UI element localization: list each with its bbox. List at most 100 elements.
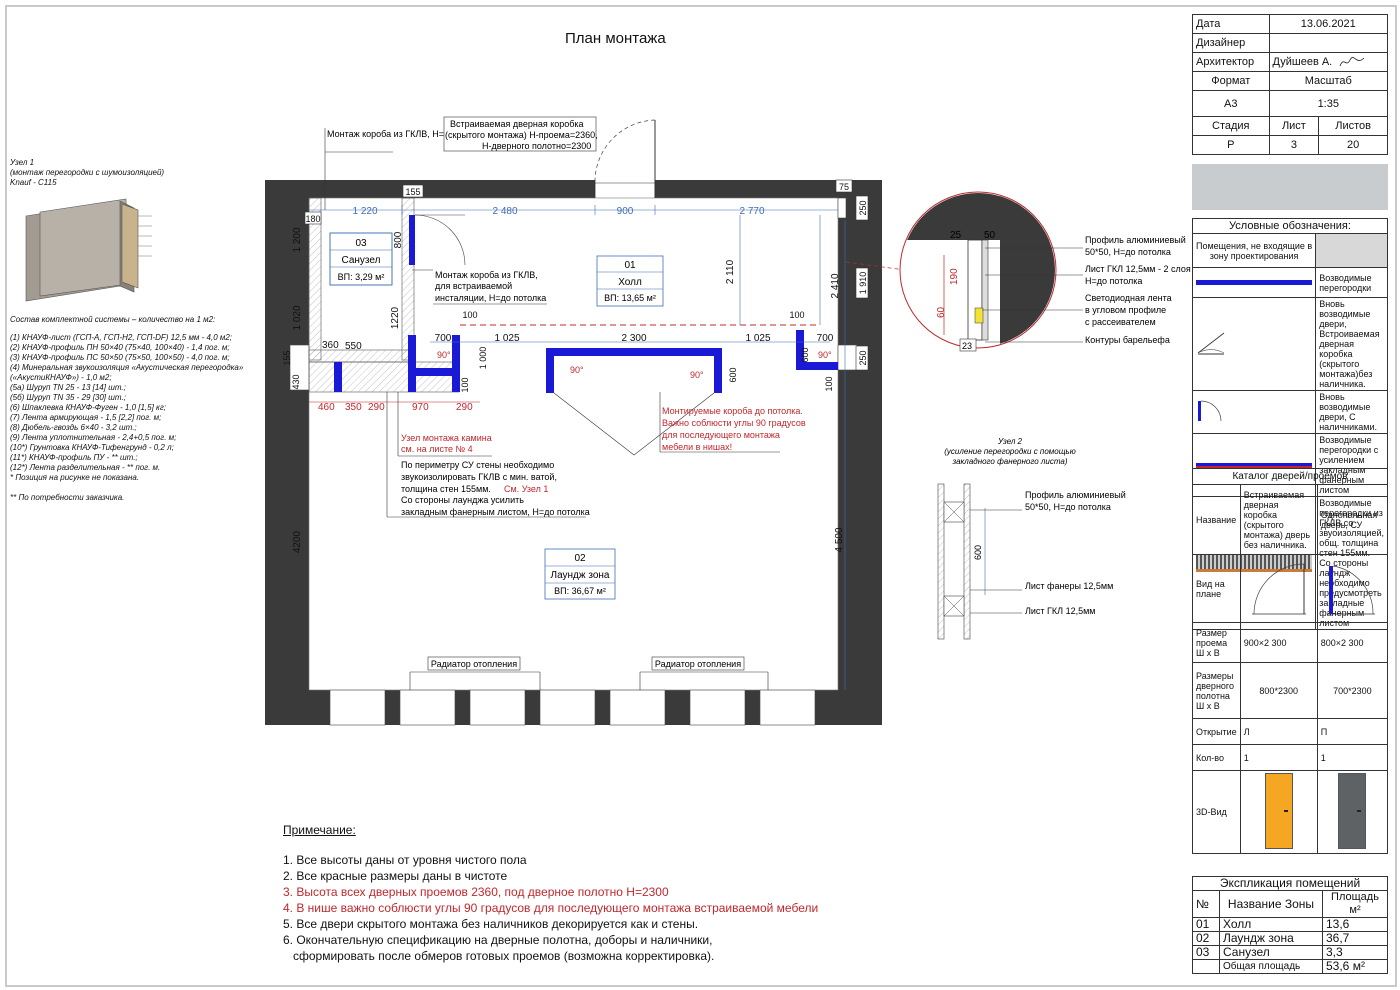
legend-item-0: Помещения, не входящие в зону проектиров… [1191, 233, 1317, 268]
composition-line: (11*) КНАУФ-профиль ПУ - ** шт.; [10, 453, 138, 462]
composition-line: * Позиция на рисунке не показана. [10, 473, 140, 482]
sheet-value: 3 [1268, 135, 1320, 155]
dim-155-left: 155 [282, 350, 292, 365]
composition-line: («АкустиКНАУФ») - 1,0 м2; [10, 373, 112, 382]
door1-3d-icon [1264, 773, 1293, 849]
designer-label: Дизайнер [1192, 33, 1270, 53]
plan-title: План монтажа [565, 30, 666, 47]
date-label: Дата [1192, 14, 1270, 34]
left-notes: Узел 1 (монтаж перегородки с шумоизоляци… [10, 158, 250, 503]
svg-text:см. на листе № 4: см. на листе № 4 [401, 444, 473, 454]
outer-walls [265, 180, 882, 726]
svg-text:толщина стен 155мм.: толщина стен 155мм. [401, 484, 491, 494]
dim-250-bot: 250 [858, 350, 868, 365]
composition-title: Состав комплектной системы – количество … [10, 315, 216, 324]
room-01-label: 01 Холл ВП: 13,65 м² [596, 255, 664, 307]
dim-75: 75 [839, 182, 849, 192]
composition-line: (10*) Грунтовка КНАУФ-Тифенгрунд - 0,2 л… [10, 443, 174, 452]
svg-text:Лист ГКЛ 12,5мм - 2 слоя: Лист ГКЛ 12,5мм - 2 слоя [1085, 264, 1191, 274]
svg-text:Встраиваемая дверная коробка: Встраиваемая дверная коробка [450, 119, 584, 129]
callout-su-walls: По периметру СУ стены необходимо звукоиз… [386, 392, 590, 518]
composition-line: (4) Минеральная звукоизоляция «Акустичес… [10, 363, 244, 372]
door2-3d-icon [1338, 773, 1367, 849]
scale-label: Масштаб [1268, 71, 1389, 91]
angle-90-c: 90° [690, 370, 704, 380]
room-01-no: 01 [624, 260, 636, 271]
composition-footnote: ** По потребности заказчика. [10, 493, 125, 502]
composition-line: (6) Шпаклевка КНАУФ-Фуген - 1,0 [1,5] кг… [10, 403, 166, 412]
format-label: Формат [1192, 71, 1270, 91]
date-value: 13.06.2021 [1268, 14, 1389, 34]
legend-title: Условные обозначения: [1192, 218, 1388, 234]
svg-text:Важно соблюсти углы 90 градусо: Важно соблюсти углы 90 градусов [662, 418, 806, 428]
composition-line: (12*) Лента разделительная - ** пог. м. [10, 463, 161, 472]
svg-text:для последующего монтажа: для последующего монтажа [662, 430, 780, 440]
callout-niche-boxes: Монтируемые короба до потолка. Важно соб… [659, 392, 806, 453]
svg-text:Лист фанеры 12,5мм: Лист фанеры 12,5мм [1025, 581, 1113, 591]
catalog-title: Каталог дверей/проемов [1192, 468, 1388, 485]
note-4: 4. В нише важно соблюсти углы 90 градусо… [283, 901, 819, 915]
room-03-no: 03 [355, 238, 367, 249]
dim-2110: 2 110 [725, 259, 736, 284]
signature-icon [1339, 57, 1365, 67]
svg-text:Н-дверного полотно=2300: Н-дверного полотно=2300 [482, 141, 591, 151]
svg-text:190: 190 [949, 268, 960, 285]
svg-text:23: 23 [962, 341, 972, 351]
dim-460: 460 [318, 402, 335, 413]
dimension-top: 1 220 2 480 900 2 770 155 75 180 [304, 179, 853, 225]
note-2: 2. Все красные размеры даны в чистоте [283, 869, 508, 883]
dim-2480: 2 480 [492, 206, 517, 217]
svg-text:Профиль алюминиевый: Профиль алюминиевый [1025, 490, 1126, 500]
svg-text:(скрытого монтажа) Н-проема=23: (скрытого монтажа) Н-проема=2360, [445, 130, 598, 140]
fireplace-box [308, 335, 460, 393]
notes-heading: Примечание: [283, 823, 356, 837]
composition-line: (5а) Шуруп TN 25 - 13 [14] шт.; [10, 383, 126, 392]
svg-text:закладным фанерным листом, Н=д: закладным фанерным листом, Н=до потолка [401, 507, 590, 517]
stage-value: Р [1192, 135, 1270, 155]
node1-brand: Knauf - С115 [10, 178, 57, 187]
legend-item-1: Возводимые перегородки [1315, 267, 1388, 298]
dim-155: 155 [405, 187, 420, 197]
legend-swatch-reinforced [1196, 462, 1313, 468]
svg-text:60: 60 [936, 306, 947, 318]
dim-100-c: 100 [460, 377, 470, 392]
svg-text:Радиатор отопления: Радиатор отопления [431, 659, 517, 669]
architect-label: Архитектор [1192, 52, 1270, 72]
legend-swatch-partition [1196, 280, 1313, 285]
svg-text:в угловом профиле: в угловом профиле [1085, 305, 1166, 315]
callout-installation: Монтаж короба из ГКЛВ, для встраиваемой … [412, 269, 547, 305]
svg-text:Узел 2: Узел 2 [997, 437, 1023, 446]
door1-plan-icon [1251, 563, 1306, 614]
dim-2300: 2 300 [621, 333, 646, 344]
svg-text:Профиль алюминиевый: Профиль алюминиевый [1085, 235, 1186, 245]
legend-swatch-hidden-door [1197, 332, 1225, 355]
dim-4200: 4200 [292, 530, 303, 553]
note-5: 5. Все двери скрытого монтажа без наличн… [283, 917, 699, 931]
dim-100-b: 100 [789, 310, 804, 320]
expl-title: Экспликация помещений [1192, 876, 1388, 891]
dim-290-a: 290 [368, 402, 385, 413]
svg-text:(усиление перегородки с помощь: (усиление перегородки с помощью [944, 447, 1075, 456]
angle-90-a: 90° [437, 350, 451, 360]
callout-door-frame: Встраиваемая дверная коробка (скрытого м… [443, 116, 598, 152]
dim-1220v: 1220 [390, 306, 401, 329]
dim-430: 430 [291, 374, 301, 389]
svg-text:инсталяции, Н=до потолка: инсталяции, Н=до потолка [435, 293, 546, 303]
dim-360: 360 [322, 340, 339, 351]
radiator-left: Радиатор отопления [409, 656, 541, 690]
sheet-label: Лист [1268, 116, 1320, 136]
callout-gklv-text: Монтаж короба из ГКЛВ, Н=900 [327, 129, 459, 139]
legend-swatch-excluded [1315, 233, 1388, 268]
svg-text:для встраиваемой: для встраиваемой [435, 281, 512, 291]
room-03-label: 03 Санузел ВП: 3,29 м² [329, 232, 393, 286]
dim-1910: 1 910 [858, 272, 868, 295]
dim-1200: 1 200 [292, 227, 303, 252]
svg-text:Радиатор отопления: Радиатор отопления [655, 659, 741, 669]
sheets-value: 20 [1318, 135, 1388, 155]
dimension-hall: 100 100 700 1 025 2 300 1 025 700 1 000 … [430, 310, 834, 393]
callout-gklv-box: Монтаж короба из ГКЛВ, Н=900 [324, 128, 459, 210]
room-02-label: 02 Лаундж зона ВП: 36,67 м² [544, 548, 616, 600]
